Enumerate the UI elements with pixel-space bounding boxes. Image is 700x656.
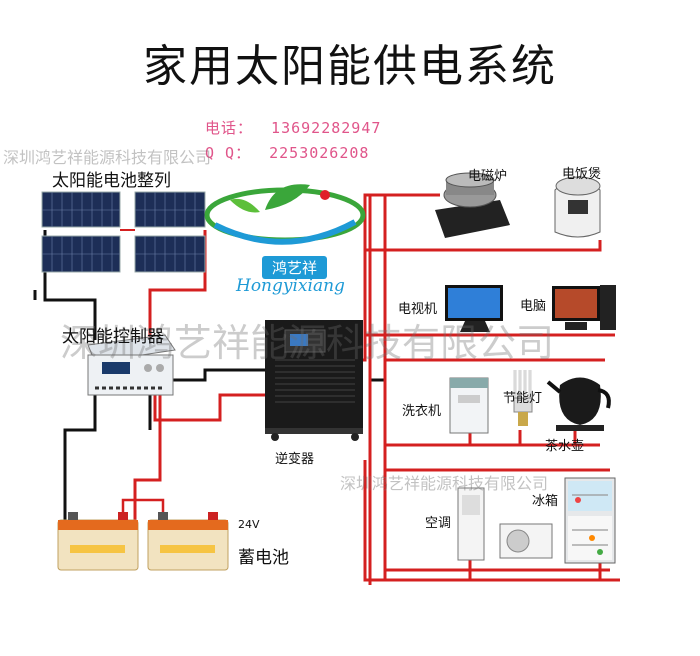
battery-label: 蓄电池 — [238, 548, 289, 568]
qq-label: Q Q： — [205, 144, 252, 162]
rice-cooker-label: 电饭煲 — [562, 167, 602, 182]
brand-logo-chinese: 鸿艺祥 — [262, 256, 328, 279]
inverter-unit — [265, 320, 363, 441]
phone-line: 电话： 13692282947 — [205, 117, 381, 138]
page-title: 家用太阳能供电系统 — [143, 41, 557, 92]
television-icon — [445, 285, 503, 332]
washer-label: 洗衣机 — [402, 404, 442, 419]
watermark-middle: 深圳鸿艺祥能源科技有限公司 — [60, 321, 555, 365]
phone-label: 电话： — [205, 119, 254, 137]
solar-panel-array — [41, 191, 206, 273]
controller-label: 太阳能控制器 — [62, 327, 164, 347]
solar-array-label: 太阳能电池整列 — [52, 171, 171, 191]
brand-logo-mark — [204, 184, 366, 245]
fridge-label: 冰箱 — [532, 494, 559, 509]
solar-controller — [87, 334, 176, 396]
battery-voltage-label: 24V — [238, 518, 260, 531]
lamp-label: 节能灯 — [503, 391, 543, 406]
brand-logo-english: Hongyixiang — [236, 276, 345, 296]
solar-panel — [134, 191, 206, 228]
qq-line: Q Q： 2253026208 — [205, 142, 369, 163]
kettle-label: 茶水壶 — [545, 439, 585, 454]
watermark-bottom: 深圳鸿艺祥能源科技有限公司 — [340, 474, 549, 493]
induction-cooker-icon — [435, 172, 510, 238]
energy-saving-lamp-icon — [513, 370, 533, 426]
air-conditioner-icon — [457, 487, 553, 561]
tv-label: 电视机 — [398, 302, 438, 317]
qq-number: 2253026208 — [269, 144, 370, 162]
solar-panel — [41, 191, 121, 228]
computer-icon — [552, 285, 616, 330]
rice-cooker-icon — [554, 176, 601, 238]
computer-label: 电脑 — [520, 299, 547, 314]
refrigerator-icon — [564, 477, 616, 564]
kettle-icon — [546, 377, 611, 431]
inverter-label: 逆变器 — [275, 452, 315, 467]
air-conditioner-label: 空调 — [425, 516, 452, 531]
phone-number: 13692282947 — [271, 119, 382, 137]
washing-machine-icon — [449, 377, 489, 434]
battery — [147, 512, 229, 571]
positive-wires — [133, 193, 620, 585]
watermark-top: 深圳鸿艺祥能源科技有限公司 — [3, 148, 212, 167]
battery-bank — [57, 498, 229, 571]
induction-cooker-label: 电磁炉 — [468, 169, 508, 184]
battery — [57, 512, 139, 571]
